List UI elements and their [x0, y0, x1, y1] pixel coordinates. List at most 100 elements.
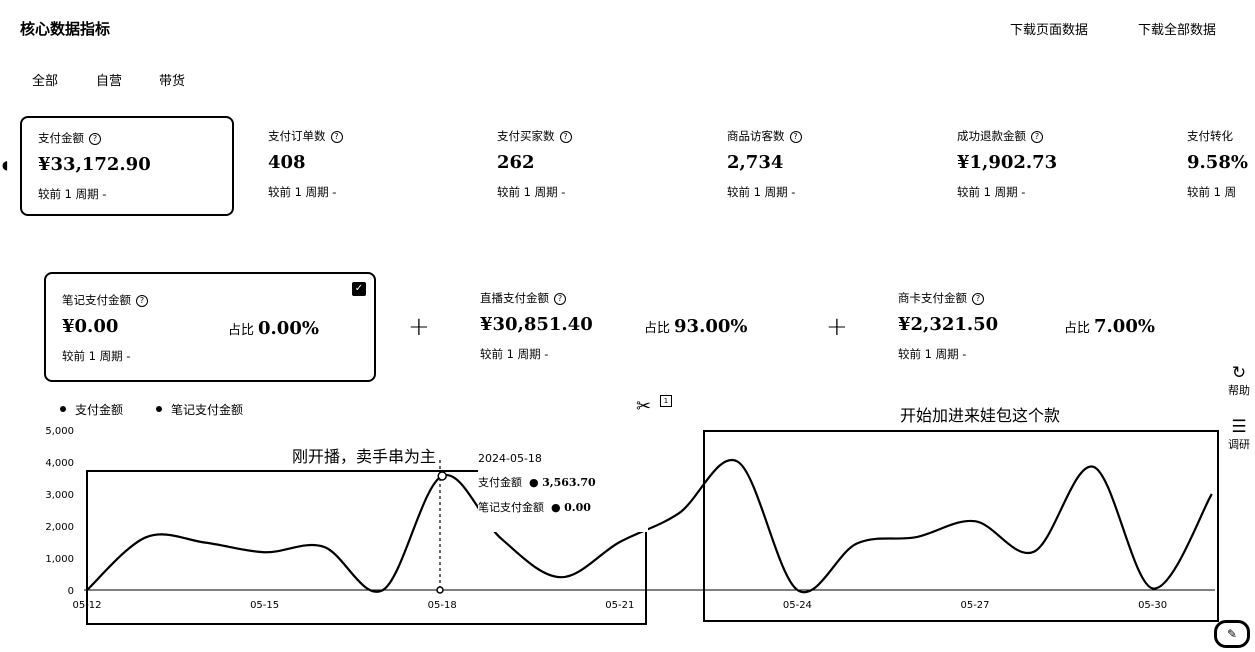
side-button-label: 调研	[1228, 438, 1250, 451]
metric-value: 408	[268, 152, 306, 173]
side-button-label: 帮助	[1228, 384, 1250, 397]
metric-compare: 较前 1 周期 -	[38, 187, 107, 201]
checkbox-checked-icon[interactable]: ✓	[352, 282, 366, 296]
legend-label: 支付金额	[75, 403, 124, 417]
x-tick-label: 05-15	[250, 600, 279, 611]
tooltip-label: 笔记支付金额	[478, 501, 544, 514]
metric-label: 直播支付金额	[480, 291, 549, 305]
help-icon[interactable]: ?	[789, 131, 802, 143]
y-tick-label: 0	[68, 586, 74, 597]
legend-item-pay[interactable]: 支付金额	[60, 401, 123, 418]
metric-compare: 较前 1 周期 -	[268, 185, 337, 199]
survey-side-button[interactable]: ☰调研	[1225, 418, 1253, 452]
x-tick-label: 05-18	[428, 600, 457, 611]
help-icon[interactable]: ?	[1031, 131, 1043, 143]
help-icon[interactable]: ?	[559, 131, 572, 143]
help-icon[interactable]: ?	[554, 293, 566, 305]
metric-label: 商卡支付金额	[898, 291, 967, 305]
metric-value: ¥1,902.73	[957, 152, 1058, 173]
metric-compare: 较前 1 周期 -	[62, 349, 131, 363]
y-tick-label: 1,000	[45, 554, 74, 565]
tooltip-value: 0.00	[564, 501, 591, 514]
annotation-right-text: 开始加进来娃包这个款	[900, 406, 1061, 425]
plus-sign: +	[408, 312, 430, 342]
metric-label: 支付金额	[38, 131, 84, 145]
plus-sign: +	[826, 312, 848, 342]
metric-compare: 较前 1 周期 -	[727, 185, 796, 199]
legend-item-note-pay[interactable]: 笔记支付金额	[156, 401, 243, 418]
metric-compare: 较前 1 周期 -	[957, 185, 1026, 199]
metric-card-visitors[interactable]: 商品访客数? 2,734 较前 1 周期 -	[711, 116, 923, 212]
y-tick-label: 5,000	[45, 426, 74, 437]
survey-icon: ☰	[1231, 417, 1247, 437]
help-side-button[interactable]: ↻帮助	[1225, 364, 1253, 398]
y-tick-label: 2,000	[45, 522, 74, 533]
tab-self-operated[interactable]: 自营	[96, 74, 123, 89]
hover-point	[437, 471, 447, 481]
x-tick-label: 05-27	[960, 600, 989, 611]
share-value: 7.00%	[1094, 316, 1155, 337]
legend-marker	[60, 406, 66, 412]
metric-label: 支付订单数	[268, 129, 326, 143]
badge-icon: 1	[660, 395, 672, 407]
metric-value: ¥2,321.50	[898, 314, 999, 335]
share-label: 占比	[1064, 321, 1091, 336]
metric-label: 商品访客数	[727, 129, 785, 143]
metric-label: 支付买家数	[497, 129, 555, 143]
tooltip-value: 3,563.70	[542, 476, 596, 489]
metric-compare: 较前 1 周期 -	[497, 185, 566, 199]
tab-all[interactable]: 全部	[32, 74, 59, 89]
refresh-icon: ↻	[1231, 363, 1247, 383]
series-line-pay	[86, 458, 1213, 594]
share-value: 0.00%	[258, 318, 319, 339]
download-all-data-button[interactable]: 下载全部数据	[1138, 23, 1217, 38]
page-title: 核心数据指标	[20, 20, 111, 38]
metric-card-orders[interactable]: 支付订单数? 408 较前 1 周期 -	[252, 116, 464, 212]
annotation-box-left	[86, 470, 647, 625]
download-page-data-button[interactable]: 下载页面数据	[1010, 23, 1089, 38]
metric-value: 2,734	[727, 152, 784, 173]
metric-label: 支付转化	[1187, 129, 1233, 143]
share-label: 占比	[644, 321, 671, 336]
hover-point-note	[436, 586, 444, 594]
metric-compare: 较前 1 周期 -	[480, 347, 549, 361]
tooltip-date: 2024-05-18	[478, 452, 542, 465]
y-tick-label: 3,000	[45, 490, 74, 501]
share-value: 93.00%	[674, 316, 748, 337]
legend-label: 笔记支付金额	[171, 403, 244, 417]
share-label: 占比	[228, 323, 255, 338]
legend-marker	[156, 406, 162, 412]
x-tick-label: 05-21	[605, 600, 634, 611]
metric-value: ¥33,172.90	[38, 154, 151, 175]
metric-compare: 较前 1 周	[1187, 185, 1237, 199]
edit-float-icon[interactable]: ✎	[1214, 620, 1250, 648]
metric-card-buyers[interactable]: 支付买家数? 262 较前 1 周期 -	[481, 116, 693, 212]
metric-compare: 较前 1 周期 -	[898, 347, 967, 361]
help-icon[interactable]: ?	[136, 295, 148, 307]
help-icon[interactable]: ?	[89, 133, 101, 145]
chart-tooltip: 2024-05-18 支付金额 ● 3,563.70 笔记支付金额 ● 0.00	[478, 452, 648, 532]
annotation-left-text: 刚开播，卖手串为主	[292, 447, 437, 466]
tab-affiliate[interactable]: 带货	[159, 74, 186, 89]
metric-label: 笔记支付金额	[62, 293, 131, 307]
y-tick-label: 4,000	[45, 458, 74, 469]
metric-value: ¥0.00	[62, 316, 119, 337]
metric-value: ¥30,851.40	[480, 314, 593, 335]
annotation-box-right	[703, 430, 1219, 622]
metric-card-conversion[interactable]: 支付转化 9.58% 较前 1 周	[1171, 116, 1255, 212]
scissors-icon[interactable]: ✂	[636, 396, 652, 417]
x-tick-label: 05-24	[783, 600, 812, 611]
metric-value: 262	[497, 152, 535, 173]
tooltip-label: 支付金额	[478, 476, 522, 489]
help-icon[interactable]: ?	[972, 293, 984, 305]
metric-value: 9.58%	[1187, 152, 1248, 173]
x-tick-label: 05-30	[1138, 600, 1167, 611]
scroll-left-icon[interactable]: ◖	[2, 158, 9, 172]
help-icon[interactable]: ?	[330, 131, 343, 143]
metric-card-pay-amount[interactable]: 支付金额? ¥33,172.90 较前 1 周期 -	[20, 116, 234, 216]
metric-card-refunds[interactable]: 成功退款金额? ¥1,902.73 较前 1 周期 -	[941, 116, 1153, 212]
